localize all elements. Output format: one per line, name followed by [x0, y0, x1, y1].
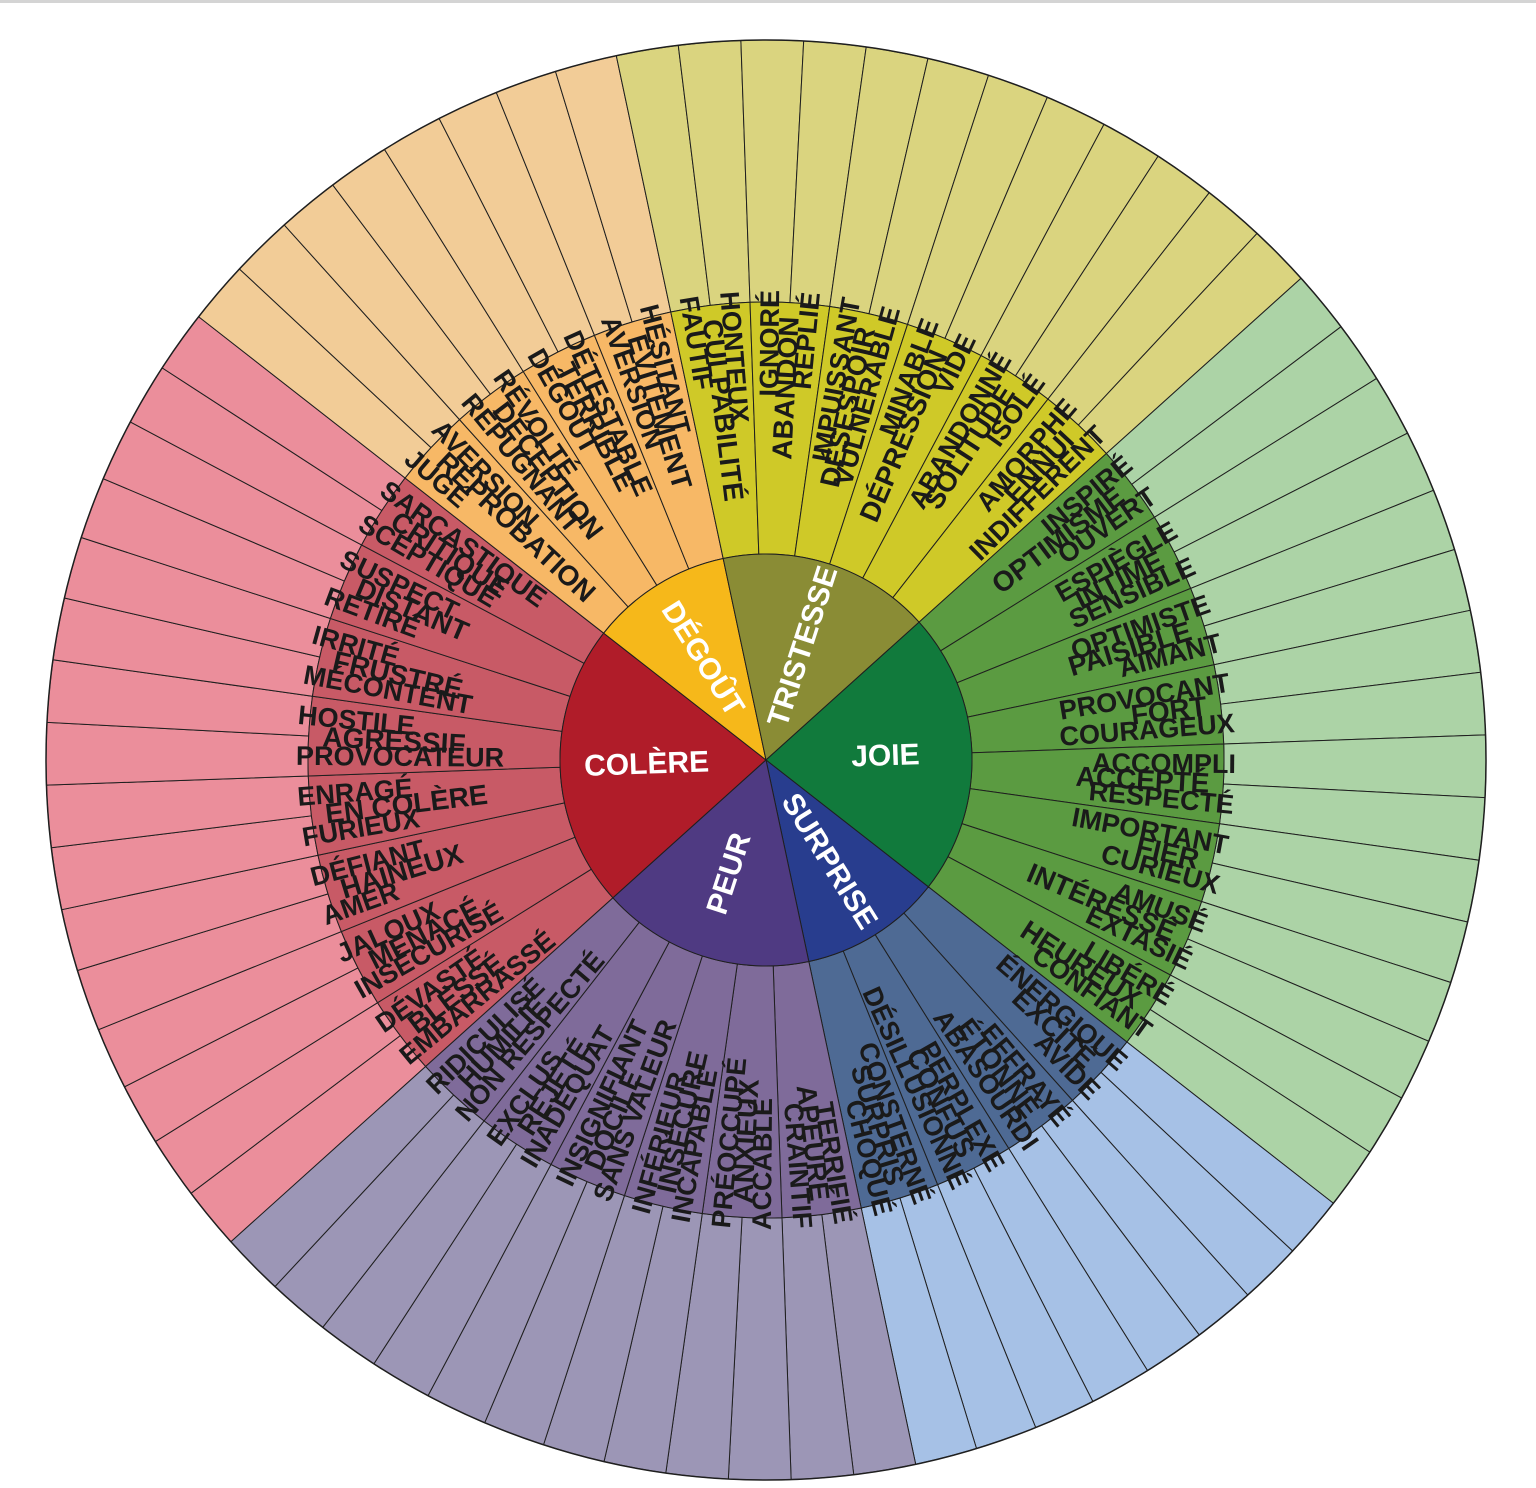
outer-label-ignore: IGNORÉ [753, 290, 785, 397]
middle-label-agressif: AGRESSIF [322, 721, 467, 759]
core-sector-joie [765, 621, 973, 888]
core-sector-surprise [765, 758, 930, 963]
core-sector-peur [612, 759, 810, 967]
wheel-outline [45, 39, 1487, 1481]
middle-label-accepte: ACCEPTÉ [1075, 761, 1210, 799]
middle-label-abandon: ABANDON [766, 316, 804, 461]
middle-ring [307, 301, 1225, 1219]
core-sector-colere [559, 632, 767, 899]
core-label-colere: COLÈRE [584, 744, 710, 782]
core-sector-tristesse [722, 553, 920, 761]
outer-label-accable: ACCABLÉ [746, 1098, 778, 1230]
wheel-labels: BLESSÉEMBARRASSÉDÉVASTÉMENACÉINSÉCURISÉJ… [296, 290, 1236, 1230]
outer-label-accompli: ACCOMPLI [1092, 748, 1236, 779]
core-ring [559, 553, 973, 967]
core-label-joie: JOIE [851, 738, 920, 773]
outer-label-provocateur: PROVOCATEUR [296, 741, 504, 773]
middle-label-anxieux: ANXIEUX [727, 1078, 764, 1204]
top-border [0, 0, 1536, 3]
outer-ring [45, 39, 1487, 1481]
core-sector-degout [602, 557, 767, 762]
